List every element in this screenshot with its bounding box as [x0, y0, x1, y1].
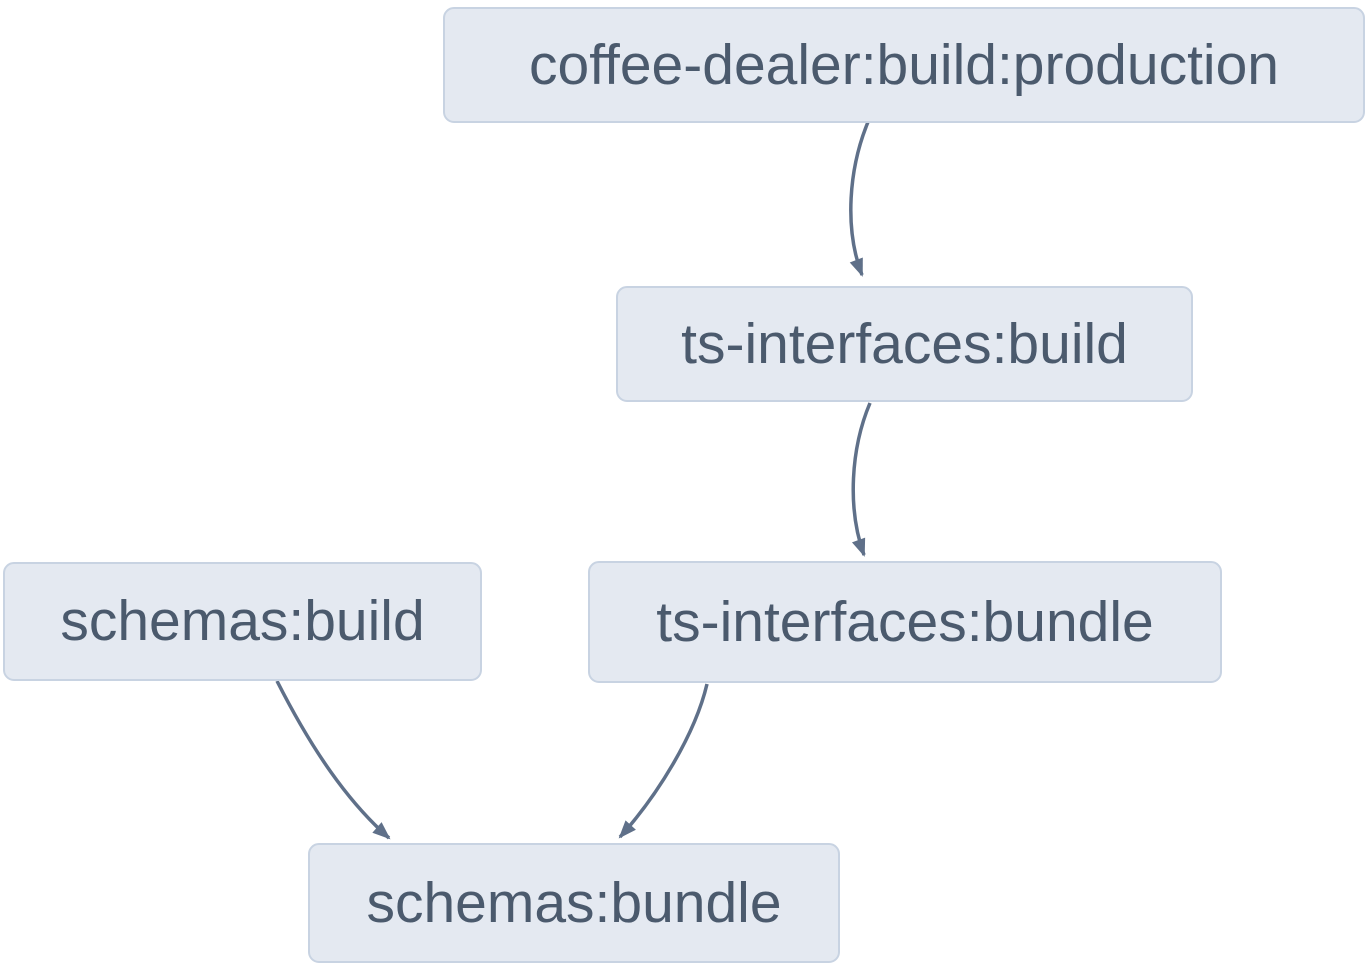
dependency-edge-schemas-build-to-schemas-bundle — [275, 680, 391, 840]
task-node-ts-interfaces-bundle[interactable]: ts-interfaces:bundle — [588, 561, 1222, 683]
task-node-coffee-dealer-build-production[interactable]: coffee-dealer:build:production — [443, 7, 1365, 123]
task-node-schemas-bundle[interactable]: schemas:bundle — [308, 843, 840, 963]
task-node-label: schemas:bundle — [366, 870, 782, 935]
dependency-edge-coffee-dealer-build-production-to-ts-interfaces-build — [849, 121, 870, 277]
task-node-label: ts-interfaces:bundle — [656, 589, 1154, 654]
dependency-edge-ts-interfaces-bundle-to-schemas-bundle — [618, 683, 709, 839]
task-node-label: ts-interfaces:build — [681, 311, 1128, 376]
task-node-label: schemas:build — [60, 589, 425, 653]
task-node-label: coffee-dealer:build:production — [529, 32, 1279, 97]
dependency-edge-ts-interfaces-build-to-ts-interfaces-bundle — [851, 402, 872, 557]
task-node-ts-interfaces-build[interactable]: ts-interfaces:build — [616, 286, 1193, 402]
task-node-schemas-build[interactable]: schemas:build — [3, 562, 482, 681]
